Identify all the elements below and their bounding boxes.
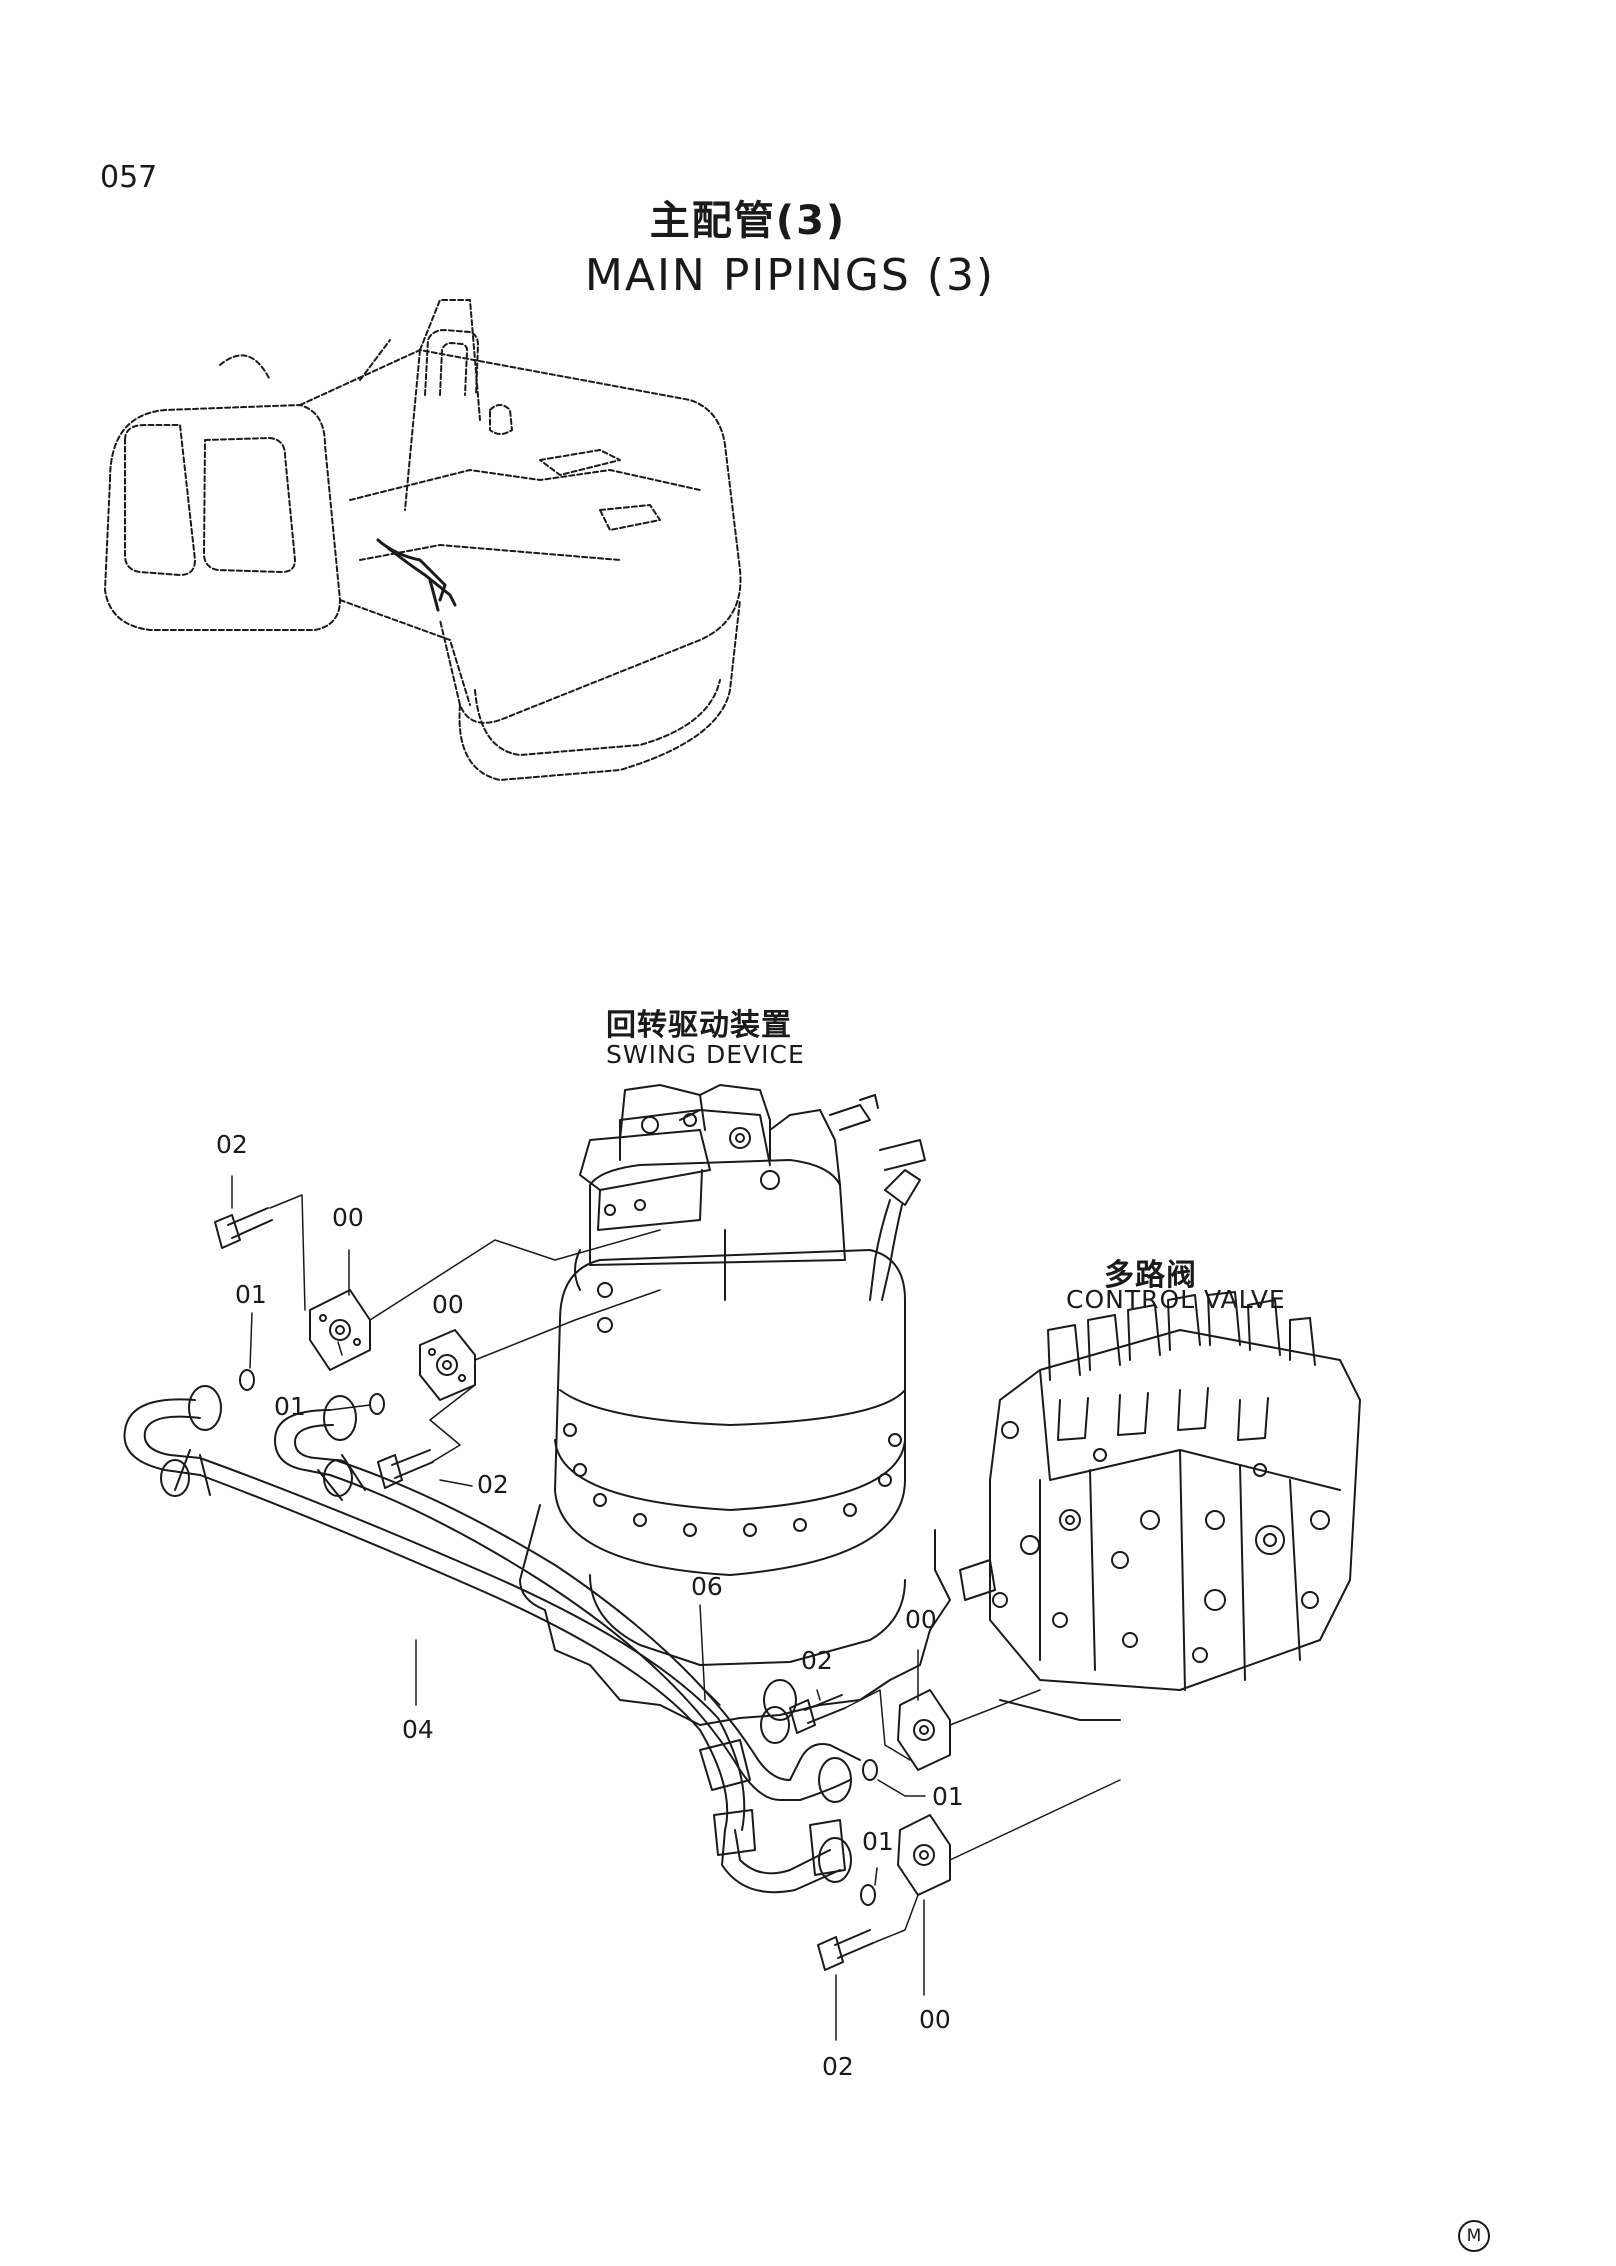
assembly-lines <box>269 1194 1121 1944</box>
callout-bolt-02: 02 <box>216 1130 248 1159</box>
control-valve <box>959 1291 1361 1721</box>
o-rings-01 <box>239 1369 878 1906</box>
control-valve-label-chinese: 多路阀 <box>1104 1258 1197 1293</box>
corner-mark-circled: M <box>1458 2220 1490 2252</box>
callout-hose-06: 06 <box>691 1572 723 1601</box>
callout-o-ring-01: 01 <box>274 1392 306 1421</box>
callout-flange-00: 00 <box>919 2005 951 2034</box>
page-number: 057 <box>100 160 158 195</box>
callout-o-ring-01: 01 <box>235 1280 267 1309</box>
flange-00-c <box>897 1689 951 1771</box>
excavator-overview <box>104 299 742 781</box>
overview-highlight <box>376 538 457 612</box>
callout-bolt-02: 02 <box>477 1470 509 1499</box>
pipe-fittings <box>160 1385 852 1883</box>
hose-04 <box>123 1398 841 1894</box>
callout-flange-00: 00 <box>332 1203 364 1232</box>
page-title-chinese: 主配管(3) <box>649 198 847 244</box>
bolts-02 <box>214 1207 874 1971</box>
callout-bolt-02: 02 <box>822 2052 854 2081</box>
flange-00-b <box>419 1329 476 1401</box>
control-valve-label-english: CONTROL VALVE <box>1066 1285 1286 1314</box>
callout-flange-00: 00 <box>432 1290 464 1319</box>
callout-o-ring-01: 01 <box>932 1782 964 1811</box>
callout-bolt-02: 02 <box>801 1646 833 1675</box>
leader-lines <box>231 1175 926 2041</box>
swing-device-label-chinese: 回转驱动装置 <box>606 1008 792 1043</box>
flange-00-a <box>309 1289 371 1371</box>
swing-device <box>519 1084 951 1726</box>
flange-00-d <box>897 1814 951 1896</box>
hose-06 <box>274 1409 861 1801</box>
page-title-english: MAIN PIPINGS (3) <box>584 250 996 301</box>
swing-device-label-english: SWING DEVICE <box>606 1040 805 1069</box>
callout-hose-04: 04 <box>402 1715 434 1744</box>
callout-flange-00: 00 <box>905 1605 937 1634</box>
callout-o-ring-01: 01 <box>862 1827 894 1856</box>
